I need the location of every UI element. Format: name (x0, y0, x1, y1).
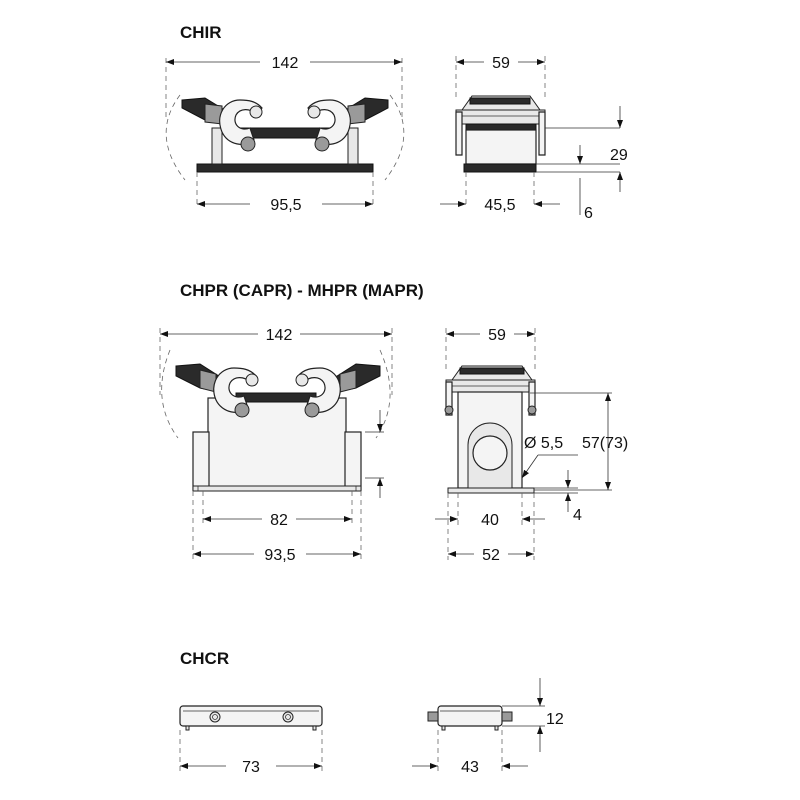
chcr-dim-12: 12 (546, 711, 564, 728)
chir-title: CHIR (180, 23, 222, 42)
chcr-front-view (179, 705, 323, 772)
chpr-dim-57-73: 57(73) (582, 435, 628, 452)
chir-front-view (165, 58, 405, 208)
chpr-dim-59: 59 (488, 327, 506, 344)
chir-side-dimensions: 59 45,5 29 6 (440, 55, 628, 222)
chpr-dim-82: 82 (270, 512, 288, 529)
chpr-dim-40: 40 (481, 512, 499, 529)
chir-side-view (455, 56, 620, 208)
chir-dim-45-5: 45,5 (484, 197, 515, 214)
chir-dim-6: 6 (584, 205, 593, 222)
chir-dimensions: 142 95,5 (166, 55, 402, 214)
chpr-side-view (444, 328, 612, 560)
chpr-title: CHPR (CAPR) - MHPR (MAPR) (180, 281, 424, 300)
chpr-dim-142: 142 (266, 327, 293, 344)
chcr-dimensions: 73 (180, 759, 322, 776)
chpr-dimensions: 142 82 93,5 (160, 327, 392, 564)
chir-dim-95-5: 95,5 (270, 197, 301, 214)
chir-dim-59: 59 (492, 55, 510, 72)
chpr-dim-93-5: 93,5 (264, 547, 295, 564)
chpr-dim-52: 52 (482, 547, 500, 564)
chcr-side-view (427, 705, 545, 772)
chir-dim-29: 29 (610, 147, 628, 164)
chcr-side-dimensions: 12 43 (412, 678, 564, 776)
chpr-dim-hole: Ø 5,5 (524, 435, 563, 452)
chpr-dim-4: 4 (573, 507, 582, 524)
chpr-front-view (159, 328, 393, 560)
chcr-dim-73: 73 (242, 759, 260, 776)
chcr-title: CHCR (180, 649, 229, 668)
chpr-side-dimensions: 59 57(73) Ø 5,5 40 52 4 (435, 327, 628, 564)
chcr-dim-43: 43 (461, 759, 479, 776)
chir-dim-142: 142 (272, 55, 299, 72)
